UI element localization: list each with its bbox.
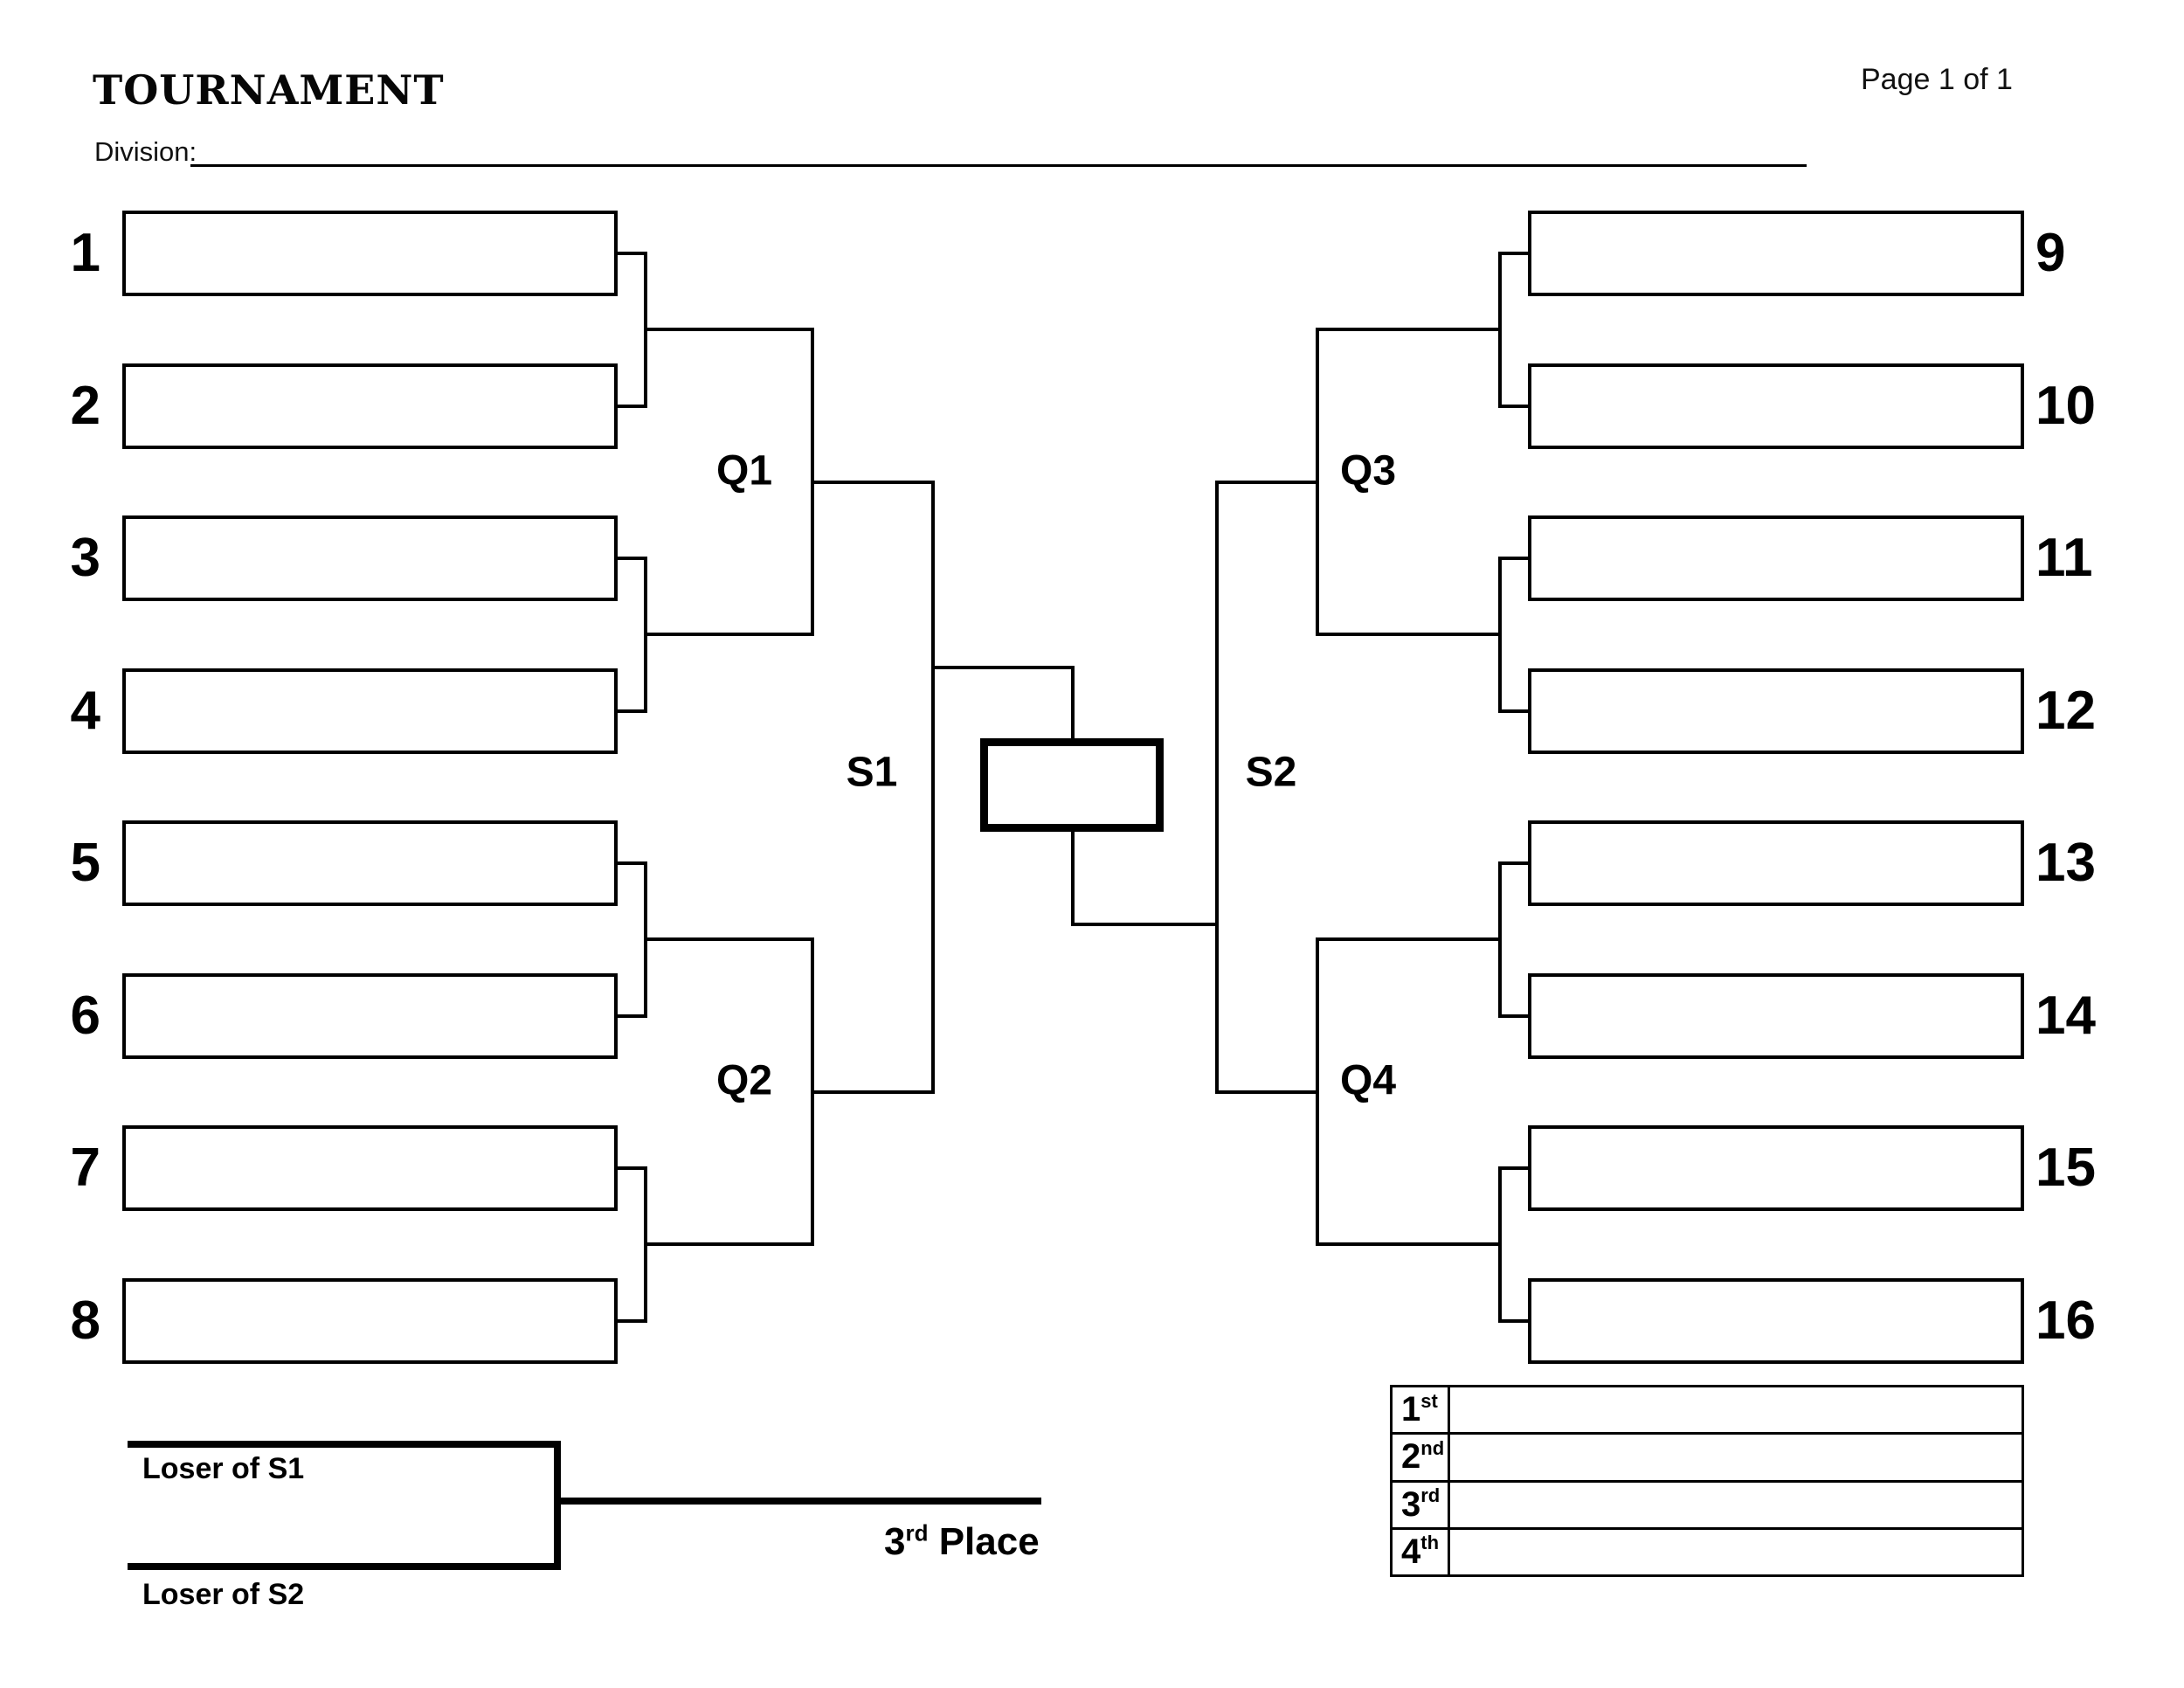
third-place-label: 3rd Place [884,1519,1040,1564]
placing-value-2nd[interactable] [1450,1435,2022,1479]
third-place-ordinal-suffix: rd [905,1519,929,1546]
team-slot-9[interactable] [1528,211,2024,296]
division-input-line[interactable] [190,138,1807,167]
placing-value-4th[interactable] [1450,1530,2022,1574]
team-slot-12[interactable] [1528,668,2024,754]
label-quarterfinal-2: Q2 [715,1057,773,1104]
team-slot-5[interactable] [122,820,618,906]
label-semifinal-1: S1 [846,749,898,796]
label-quarterfinal-3: Q3 [1339,447,1397,495]
rank-number: 2 [1401,1437,1421,1477]
third-place-number: 3 [884,1520,906,1563]
final-connectors [931,666,1219,926]
round1-connectors-right [1316,252,1530,1323]
placing-value-1st[interactable] [1450,1387,2022,1432]
loser-of-s1-label: Loser of S1 [142,1452,305,1485]
round1-connectors-left [616,252,814,1323]
label-quarterfinal-1: Q1 [715,447,773,495]
seed-label-2: 2 [70,376,100,436]
quarterfinal-connectors-left [811,328,935,1246]
team-slot-11[interactable] [1528,515,2024,601]
rank-number: 1 [1401,1390,1421,1429]
team-slot-3[interactable] [122,515,618,601]
team-slot-8[interactable] [122,1278,618,1364]
champion-slot[interactable] [980,738,1164,832]
seed-label-7: 7 [70,1138,100,1198]
team-slot-7[interactable] [122,1125,618,1211]
seed-label-4: 4 [70,681,100,741]
seed-label-6: 6 [70,986,100,1046]
team-slot-6[interactable] [122,973,618,1059]
loser-of-s2-label: Loser of S2 [142,1578,305,1611]
team-slot-2[interactable] [122,363,618,449]
seed-label-3: 3 [70,528,100,588]
seed-label-15: 15 [2035,1138,2096,1198]
label-semifinal-2: S2 [1245,749,1297,796]
seed-label-5: 5 [70,833,100,893]
seed-label-16: 16 [2035,1290,2096,1351]
seed-label-12: 12 [2035,681,2096,741]
team-slot-1[interactable] [122,211,618,296]
team-slot-16[interactable] [1528,1278,2024,1364]
quarterfinal-connectors-right [1215,328,1319,1246]
seed-label-9: 9 [2035,223,2066,283]
third-place-word: Place [928,1520,1040,1563]
page-title: TOURNAMENT [93,66,445,114]
third-place-bracket [128,1441,1041,1570]
seed-label-10: 10 [2035,376,2096,436]
placing-value-3rd[interactable] [1450,1483,2022,1527]
rank-number: 4 [1401,1532,1421,1571]
team-slot-15[interactable] [1528,1125,2024,1211]
seed-label-11: 11 [2035,528,2093,588]
seed-label-1: 1 [70,223,100,283]
team-slot-13[interactable] [1528,820,2024,906]
team-slot-4[interactable] [122,668,618,754]
seed-label-14: 14 [2035,986,2096,1046]
seed-label-13: 13 [2035,833,2096,893]
team-slot-10[interactable] [1528,363,2024,449]
rank-number: 3 [1401,1484,1421,1524]
page-number: Page 1 of 1 [1861,63,2013,96]
team-slot-14[interactable] [1528,973,2024,1059]
label-quarterfinal-4: Q4 [1339,1057,1397,1104]
division-label: Division: [94,136,197,167]
seed-label-8: 8 [70,1290,100,1351]
